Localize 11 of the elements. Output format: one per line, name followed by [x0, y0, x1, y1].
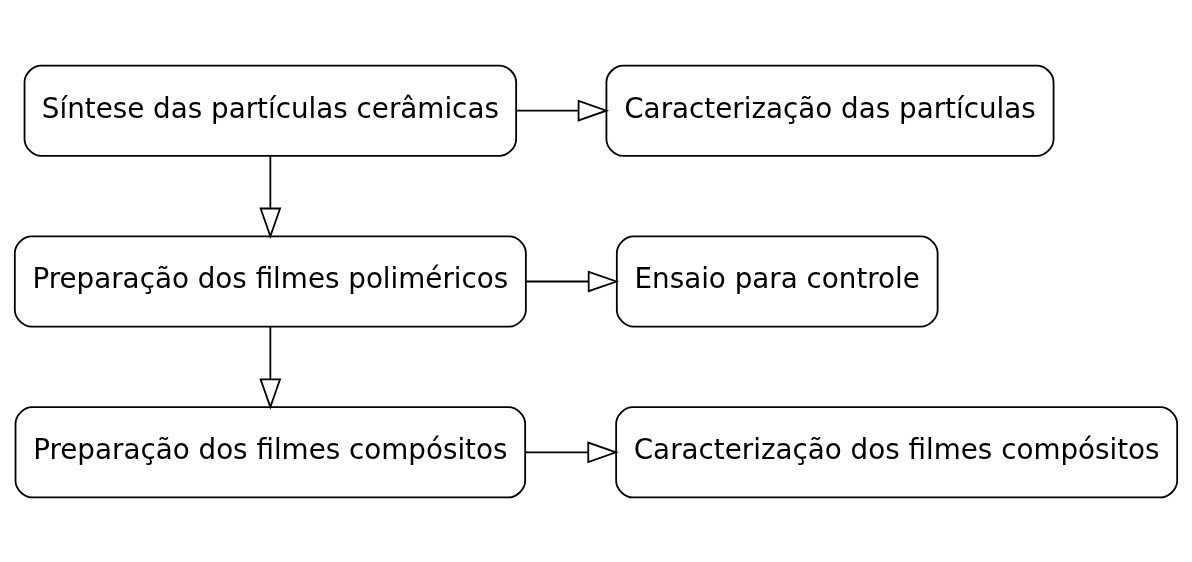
node-box: Caracterização dos filmes compósitos — [615, 405, 1179, 498]
node-box: Preparação dos filmes poliméricos — [13, 234, 527, 328]
node-box: Síntese das partículas cerâmicas — [23, 64, 518, 157]
arrow — [525, 270, 620, 292]
arrow — [524, 440, 619, 463]
arrow — [515, 99, 610, 122]
node-box: Caracterização das partículas — [605, 64, 1055, 157]
node-box: Ensaio para controle — [615, 234, 939, 328]
node-box: Preparação dos filmes compósitos — [14, 405, 527, 498]
arrow — [259, 154, 282, 239]
arrow — [259, 325, 282, 410]
